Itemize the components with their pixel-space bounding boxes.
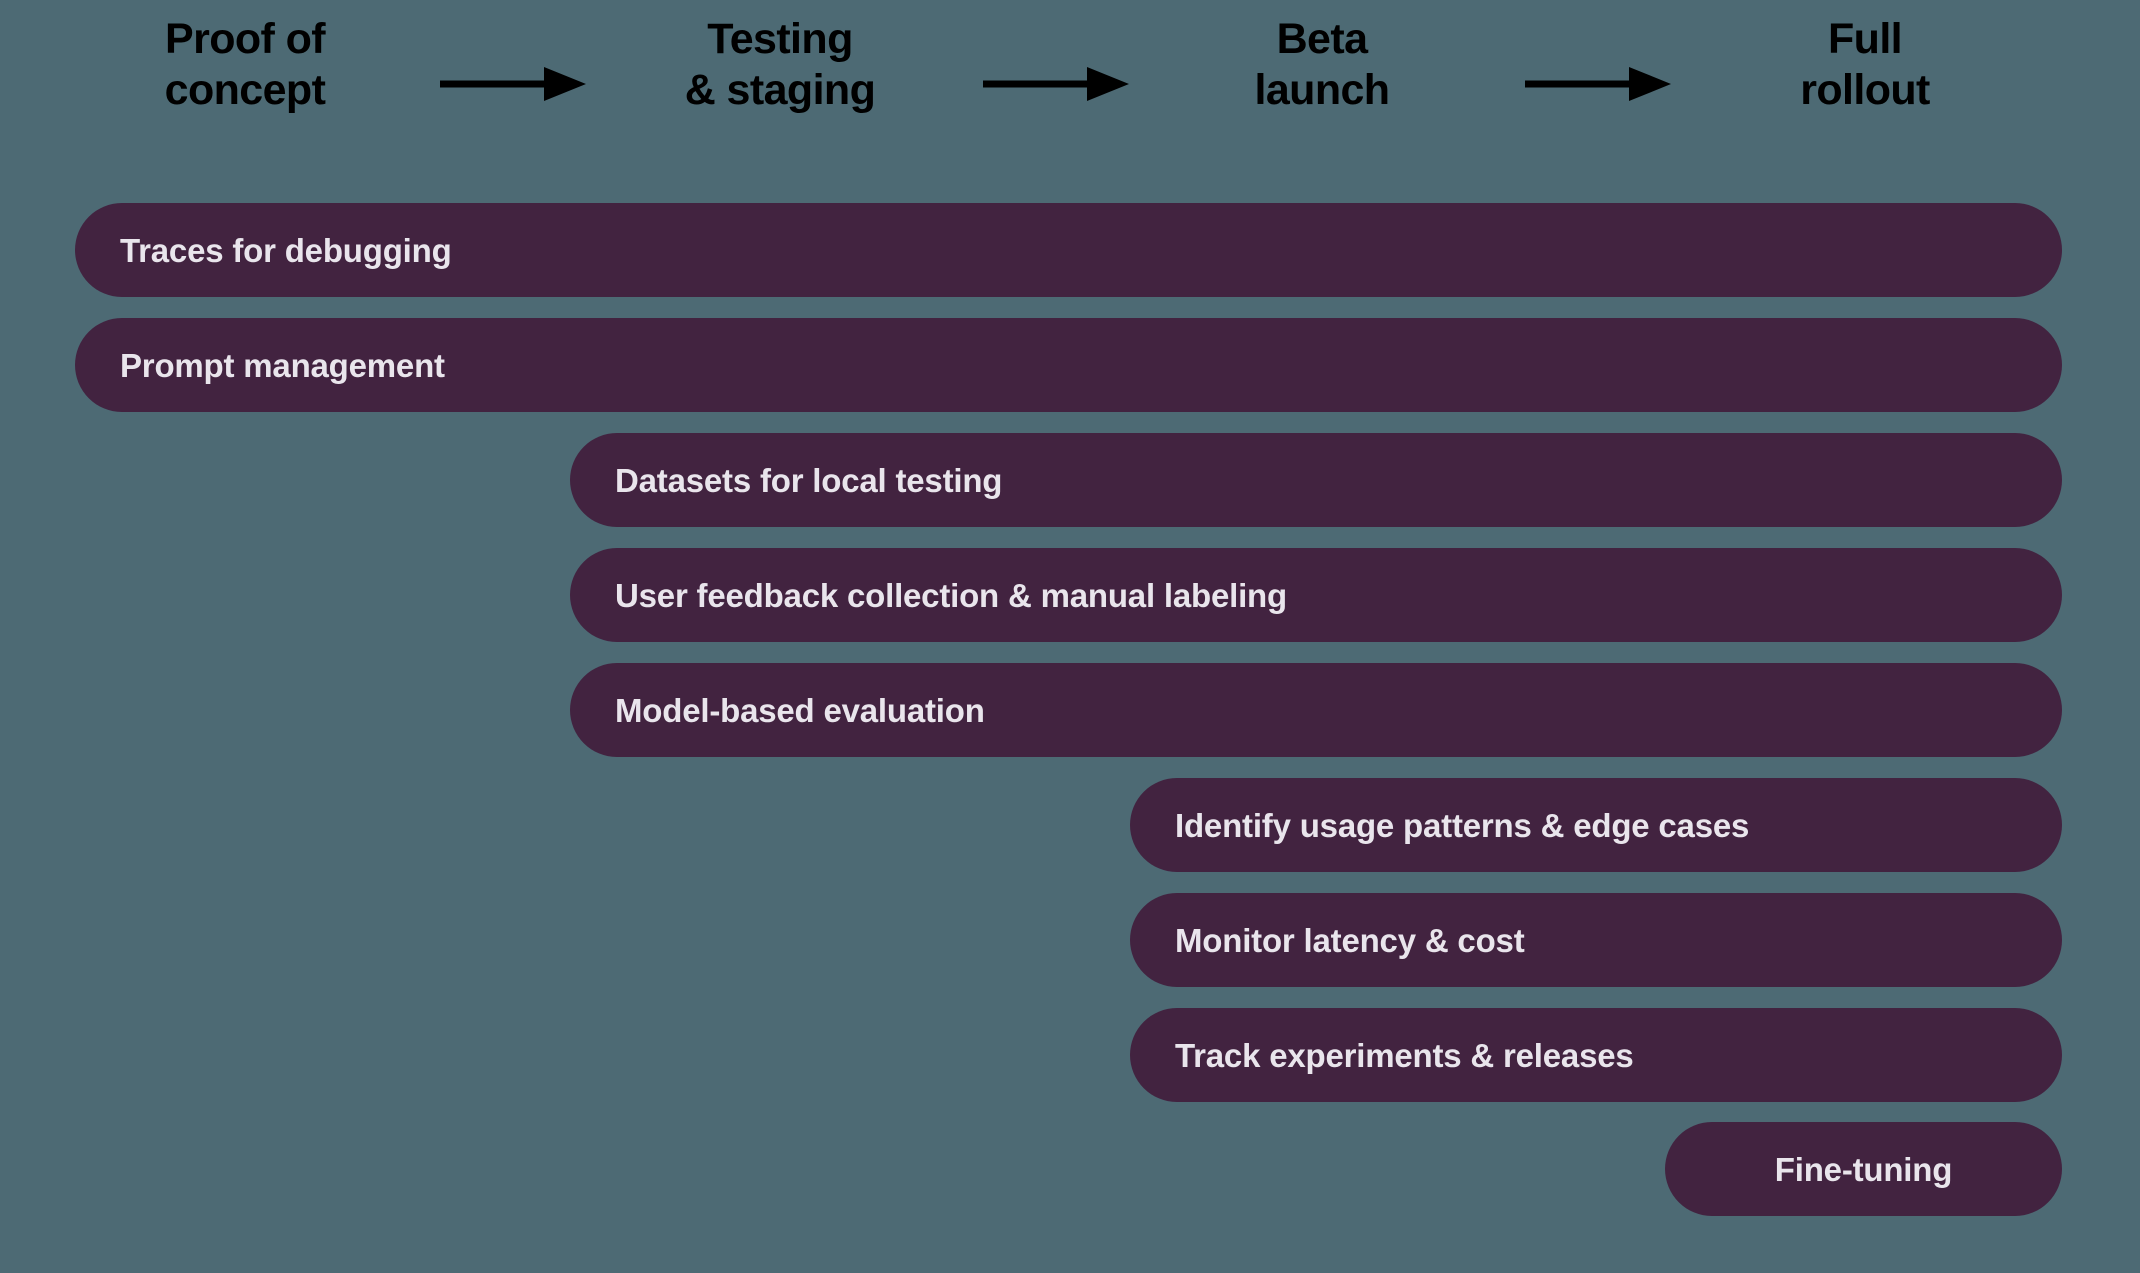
- capability-pill-label: Datasets for local testing: [615, 461, 1003, 499]
- stage-label: Testing & staging: [684, 15, 876, 115]
- stage-label: Full rollout: [1800, 15, 1930, 115]
- stage-arrow-icon: [440, 62, 586, 106]
- stage-label: Proof of concept: [164, 15, 326, 115]
- capability-pill[interactable]: Traces for debugging: [75, 203, 2062, 297]
- capability-pill[interactable]: User feedback collection & manual labeli…: [570, 548, 2062, 642]
- capability-pill[interactable]: Monitor latency & cost: [1130, 893, 2062, 987]
- capability-pill[interactable]: Model-based evaluation: [570, 663, 2062, 757]
- capability-pill-label: Monitor latency & cost: [1175, 921, 1525, 959]
- capability-pill-label: Fine-tuning: [1774, 1150, 1953, 1188]
- capability-pill-label: Model-based evaluation: [615, 691, 985, 729]
- capability-pill[interactable]: Datasets for local testing: [570, 433, 2062, 527]
- stage-arrow-icon: [1525, 62, 1671, 106]
- stage-arrow-icon: [983, 62, 1129, 106]
- capability-pill-label: Traces for debugging: [120, 231, 452, 269]
- capability-pill[interactable]: Identify usage patterns & edge cases: [1130, 778, 2062, 872]
- capability-pill-label: Prompt management: [120, 346, 445, 384]
- capability-pill[interactable]: Track experiments & releases: [1130, 1008, 2062, 1102]
- stage-label: Beta launch: [1254, 15, 1391, 115]
- capability-pill[interactable]: Prompt management: [75, 318, 2062, 412]
- capability-pill-label: User feedback collection & manual labeli…: [615, 576, 1287, 614]
- stage-header-row: Proof of concept Testing & staging Beta la…: [0, 0, 2140, 178]
- capability-pill-label: Identify usage patterns & edge cases: [1175, 806, 1750, 844]
- capability-pill[interactable]: Fine-tuning: [1665, 1122, 2062, 1216]
- capability-pill-label: Track experiments & releases: [1175, 1036, 1634, 1074]
